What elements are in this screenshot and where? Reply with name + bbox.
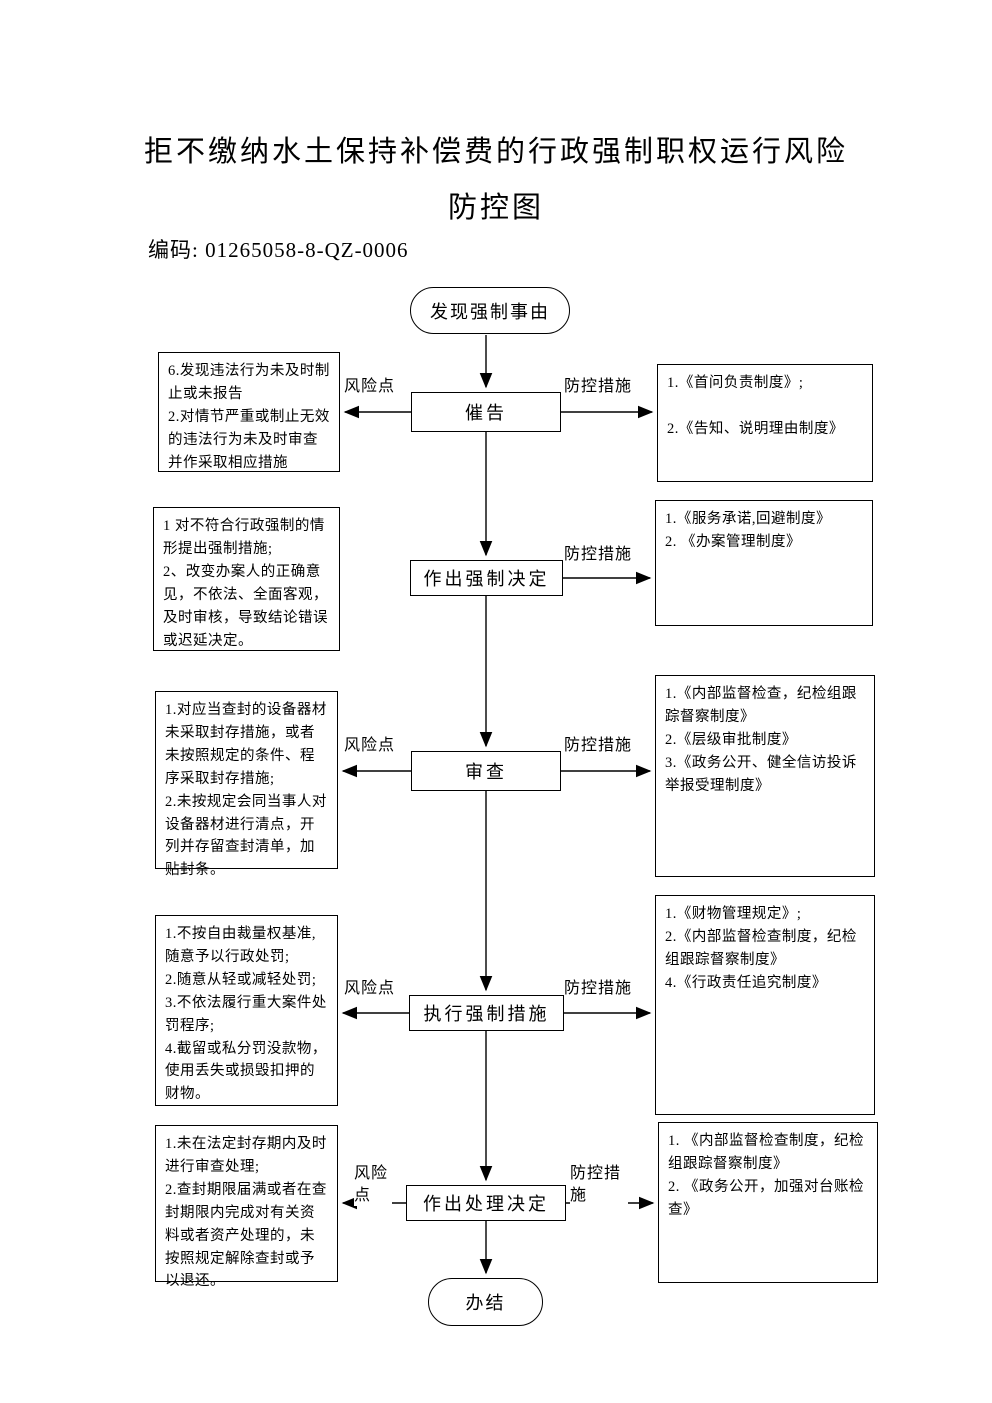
step-label: 作出强制决定 [423, 569, 550, 589]
risk-box-3: 1.对应当查封的设备器材未采取封存措施，或者未按照规定的条件、程序采取封存措施;… [155, 691, 338, 878]
step-label: 作出处理决定 [423, 1194, 549, 1214]
step-box-zuochu-chuli-jueding: 作出处理决定 [406, 1185, 566, 1221]
control-measure-label-2: 防控措施 [564, 544, 633, 566]
risk-box-1: 6.发现违法行为未及时制止或未报告 2.对情节严重或制止无效的违法行为未及时审查… [158, 352, 340, 472]
control-box-3-text: 1.《内部监督检查，纪检组跟踪督察制度》 2.《层级审批制度》 3.《政务公开、… [665, 686, 857, 794]
doc-code: 编码: 01265058-8-QZ-0006 [148, 238, 409, 262]
risk-box-3-text: 1.对应当查封的设备器材未采取封存措施，或者未按照规定的条件、程序采取封存措施;… [165, 702, 327, 879]
risk-point-label-4: 风险点 [344, 978, 396, 1000]
control-box-1: 1.《首问负责制度》; 2.《告知、说明理由制度》 [657, 364, 873, 482]
end-node-label: 办结 [465, 1293, 506, 1313]
risk-box-2-text: 1 对不符合行政强制的情形提出强制措施; 2、改变办案人的正确意见，不依法、全面… [163, 518, 328, 649]
step-box-shencha: 审查 [411, 751, 561, 791]
control-box-2-text: 1.《服务承诺,回避制度》 2. 《办案管理制度》 [665, 511, 831, 550]
risk-box-1-text: 6.发现违法行为未及时制止或未报告 2.对情节严重或制止无效的违法行为未及时审查… [168, 363, 330, 471]
step-box-cuigao: 催告 [411, 392, 561, 432]
step-box-zuochu-qiangzhi-jueding: 作出强制决定 [410, 560, 563, 596]
step-label: 执行强制措施 [423, 1004, 550, 1024]
control-measure-label-4: 防控措施 [564, 978, 633, 1000]
control-measure-label-3: 防控措施 [564, 735, 633, 757]
risk-box-4-text: 1.不按自由裁量权基准,随意予以行政处罚; 2.随意从轻或减轻处罚; 3.不依法… [165, 926, 327, 1103]
control-box-3: 1.《内部监督检查，纪检组跟踪督察制度》 2.《层级审批制度》 3.《政务公开、… [655, 675, 875, 877]
start-node: 发现强制事由 [410, 287, 570, 334]
step-label: 审查 [465, 762, 507, 782]
risk-box-2: 1 对不符合行政强制的情形提出强制措施; 2、改变办案人的正确意见，不依法、全面… [153, 507, 340, 651]
risk-box-4: 1.不按自由裁量权基准,随意予以行政处罚; 2.随意从轻或减轻处罚; 3.不依法… [155, 915, 338, 1106]
control-box-4: 1.《财物管理规定》; 2.《内部监督检查制度，纪检组跟踪督察制度》 4.《行政… [655, 895, 875, 1115]
risk-point-label-5: 风险点 [354, 1163, 392, 1207]
control-box-1-text: 1.《首问负责制度》; 2.《告知、说明理由制度》 [667, 375, 844, 437]
step-box-zhixing-qiangzhi-cuoshi: 执行强制措施 [409, 995, 564, 1031]
control-box-5: 1. 《内部监督检查制度，纪检组跟踪督察制度》 2. 《政务公开，加强对台账检查… [658, 1122, 878, 1283]
control-measure-label-1: 防控措施 [564, 376, 633, 398]
control-box-2: 1.《服务承诺,回避制度》 2. 《办案管理制度》 [655, 500, 873, 626]
control-measure-label-5: 防控措施 [570, 1163, 628, 1207]
risk-box-5: 1.未在法定封存期内及时进行审查处理; 2.查封期限届满或者在查封期限内完成对有… [155, 1125, 338, 1289]
start-node-label: 发现强制事由 [430, 301, 550, 322]
control-box-4-text: 1.《财物管理规定》; 2.《内部监督检查制度，纪检组跟踪督察制度》 4.《行政… [665, 906, 857, 991]
control-box-5-text: 1. 《内部监督检查制度，纪检组跟踪督察制度》 2. 《政务公开，加强对台账检查… [668, 1133, 864, 1218]
risk-point-label-3: 风险点 [344, 735, 396, 757]
risk-point-label-1: 风险点 [344, 376, 396, 398]
page-title-line1: 拒不缴纳水土保持补偿费的行政强制职权运行风险 [143, 136, 848, 168]
end-node: 办结 [428, 1278, 543, 1326]
page-title-line2: 防控图 [447, 192, 544, 224]
risk-box-5-text: 1.未在法定封存期内及时进行审查处理; 2.查封期限届满或者在查封期限内完成对有… [165, 1136, 327, 1290]
step-label: 催告 [465, 403, 507, 423]
